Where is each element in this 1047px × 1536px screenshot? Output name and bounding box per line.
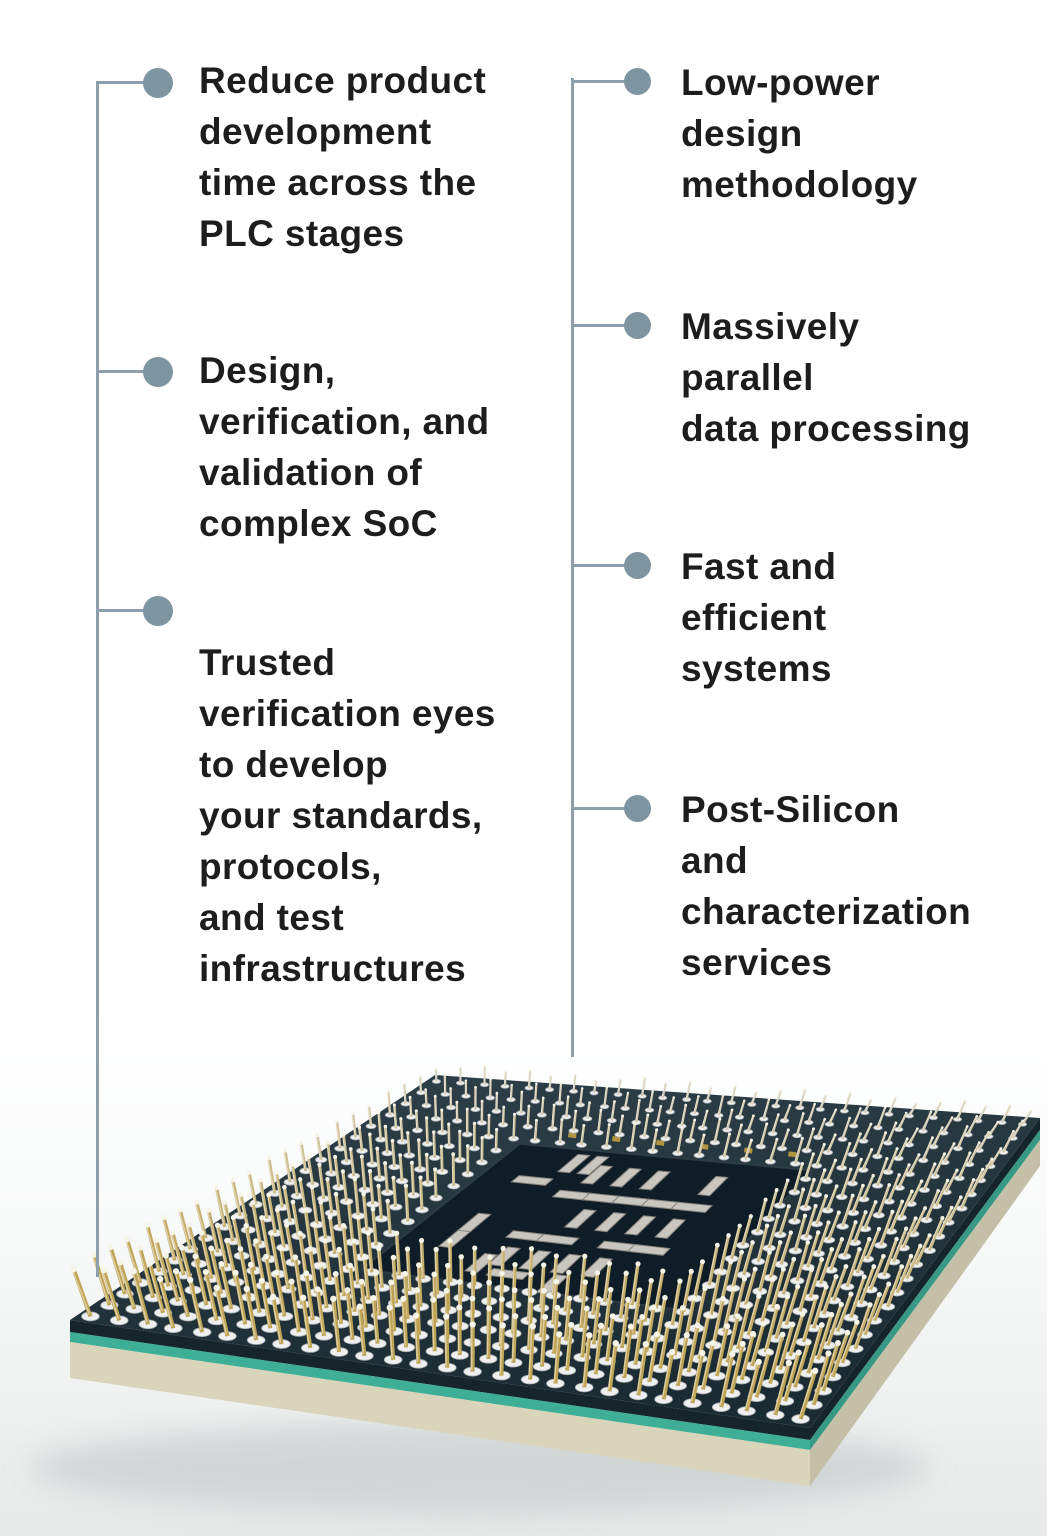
bullet-item-text: Trusted verification eyes to develop you… — [199, 642, 496, 989]
connector-stub — [571, 807, 637, 810]
connector-rail-right — [571, 78, 574, 1057]
bullet-item-text: Reduce product development time across t… — [199, 60, 487, 254]
bullet-item-text: Fast and efficient systems — [681, 546, 837, 689]
connector-stub — [96, 81, 158, 84]
bullet-dot — [624, 552, 651, 579]
bullet-item-text: Post-Silicon and characterization servic… — [681, 789, 972, 983]
bullet-dot — [624, 312, 651, 339]
connector-stub — [571, 324, 637, 327]
connector-stub — [96, 370, 158, 373]
bullet-dot — [624, 68, 651, 95]
connector-stub — [96, 609, 158, 612]
bullet-item-text: Massively parallel data processing — [681, 306, 971, 449]
bullet-dot — [143, 357, 173, 387]
cpu-chip-photo — [30, 1064, 1040, 1514]
connector-stub — [571, 564, 637, 567]
bullet-dot — [143, 68, 173, 98]
connector-rail-left — [96, 81, 99, 1277]
bullet-item-text: Design, verification, and validation of … — [199, 350, 490, 544]
bullet-item-text: Low-power design methodology — [681, 62, 918, 205]
connector-stub — [571, 80, 637, 83]
bullet-dot — [143, 596, 173, 626]
bullet-dot — [624, 795, 651, 822]
